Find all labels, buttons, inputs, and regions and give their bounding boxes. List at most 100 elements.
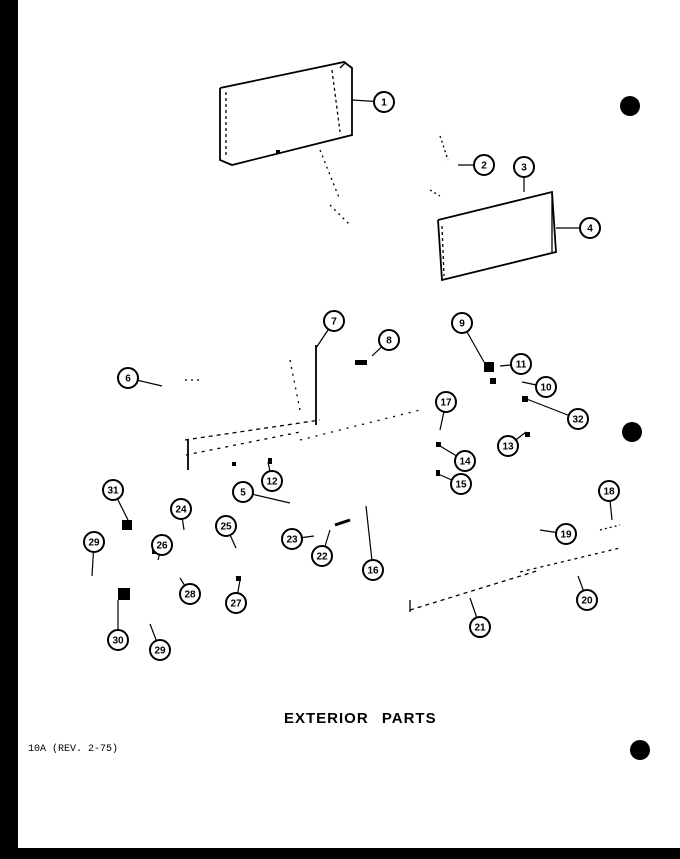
callout-label: 32: [572, 415, 584, 426]
callout-circle: [497, 435, 519, 457]
callout-label: 20: [581, 596, 593, 607]
callout-label: 26: [156, 541, 168, 552]
callout-label: 23: [286, 535, 298, 546]
part-cabinet: [184, 345, 421, 470]
scan-edge-left: [0, 0, 18, 859]
callout-5: 5: [232, 481, 254, 503]
callout-circle: [469, 616, 491, 638]
callout-circle: [362, 559, 384, 581]
callout-label: 4: [587, 224, 593, 235]
binder-hole-bottom: [630, 740, 650, 760]
callout-circle: [261, 470, 283, 492]
callout-circle: [170, 498, 192, 520]
callout-26: 26: [151, 534, 173, 556]
callout-label: 29: [88, 538, 100, 549]
callout-circle: [473, 154, 495, 176]
callout-circle: [281, 528, 303, 550]
callout-label: 21: [474, 623, 486, 634]
callout-4: 4: [579, 217, 601, 239]
callout-label: 12: [266, 477, 278, 488]
callout-23: 23: [281, 528, 303, 550]
callout-circle: [451, 312, 473, 334]
callout-25: 25: [215, 515, 237, 537]
callout-12: 12: [261, 470, 283, 492]
callout-label: 18: [603, 487, 615, 498]
callout-30: 30: [107, 629, 129, 651]
callout-10: 10: [535, 376, 557, 398]
callout-18: 18: [598, 480, 620, 502]
callout-7: 7: [323, 310, 345, 332]
callout-label: 27: [230, 599, 242, 610]
callout-label: 6: [125, 374, 131, 385]
callout-circle: [555, 523, 577, 545]
callout-label: 25: [220, 522, 232, 533]
callout-circle: [232, 481, 254, 503]
callout-label: 7: [331, 317, 337, 328]
part-base-rails: [334, 518, 621, 612]
callout-22: 22: [311, 545, 333, 567]
callout-circle: [117, 367, 139, 389]
part-front-panel: [429, 135, 557, 282]
callout-32: 32: [567, 408, 589, 430]
callout-circle: [576, 589, 598, 611]
callout-17: 17: [435, 391, 457, 413]
callout-circle: [535, 376, 557, 398]
callout-2: 2: [473, 154, 495, 176]
scan-edge-bottom: [0, 848, 680, 859]
callout-circle: [151, 534, 173, 556]
callout-circle: [225, 592, 247, 614]
callout-6: 6: [117, 367, 139, 389]
callout-15: 15: [450, 473, 472, 495]
callout-9: 9: [451, 312, 473, 334]
callout-label: 14: [459, 457, 471, 468]
callout-28: 28: [179, 583, 201, 605]
callout-label: 28: [184, 590, 196, 601]
callout-label: 10: [540, 383, 552, 394]
callout-circle: [149, 639, 171, 661]
callout-label: 19: [560, 530, 572, 541]
callout-circle: [454, 450, 476, 472]
callout-label: 5: [240, 488, 246, 499]
callout-label: 29: [154, 646, 166, 657]
callout-8: 8: [378, 329, 400, 351]
callout-label: 24: [175, 505, 187, 516]
callout-circle: [435, 391, 457, 413]
callout-1: 1: [373, 91, 395, 113]
callout-circle: [579, 217, 601, 239]
callout-label: 9: [459, 319, 465, 330]
callout-29: 29: [149, 639, 171, 661]
callout-31: 31: [102, 479, 124, 501]
callout-label: 30: [112, 636, 124, 647]
callout-24: 24: [170, 498, 192, 520]
callout-circle: [323, 310, 345, 332]
callout-label: 3: [521, 163, 527, 174]
callout-label: 8: [386, 336, 392, 347]
callout-circle: [107, 629, 129, 651]
callout-20: 20: [576, 589, 598, 611]
callout-circle: [311, 545, 333, 567]
callout-circle: [510, 353, 532, 375]
callout-19: 19: [555, 523, 577, 545]
callout-circle: [513, 156, 535, 178]
callout-circle: [83, 531, 105, 553]
binder-hole-top: [620, 96, 640, 116]
page-revision-code: 10A (REV. 2-75): [28, 744, 119, 755]
callout-16: 16: [362, 559, 384, 581]
callout-circle: [567, 408, 589, 430]
callout-circle: [179, 583, 201, 605]
callout-label: 11: [516, 360, 527, 371]
callout-14: 14: [454, 450, 476, 472]
callout-label: 2: [481, 161, 487, 172]
part-top-cover: [219, 61, 353, 226]
callout-27: 27: [225, 592, 247, 614]
callout-circle: [450, 473, 472, 495]
callout-label: 13: [502, 442, 514, 453]
binder-hole-middle: [622, 422, 642, 442]
callout-label: 15: [455, 480, 467, 491]
callout-label: 22: [316, 552, 328, 563]
callout-circle: [373, 91, 395, 113]
callout-3: 3: [513, 156, 535, 178]
callout-13: 13: [497, 435, 519, 457]
